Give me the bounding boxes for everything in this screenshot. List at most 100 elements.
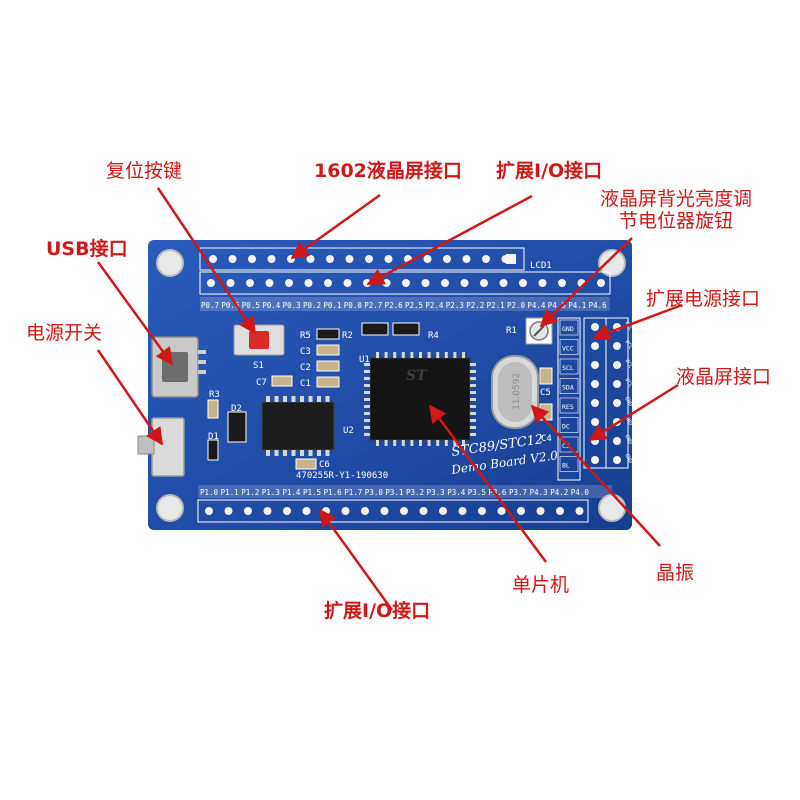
chip-lead — [291, 450, 296, 456]
chip-mark: ST — [406, 368, 428, 384]
callout-backlight-pot-line2: 节电位器旋钮 — [618, 210, 733, 232]
right-signal-label: BL — [562, 462, 570, 470]
header-pad — [263, 507, 272, 515]
header-pad — [591, 456, 599, 464]
header-pad — [343, 279, 352, 287]
header-pad — [304, 279, 313, 287]
callout-expansion-io-bottom: 扩展I/O接口 — [324, 600, 431, 622]
designator-c3: C3 — [300, 347, 311, 357]
header-pad — [517, 507, 525, 515]
chip-lead — [308, 396, 313, 402]
header-pad — [575, 507, 584, 515]
header-pad — [591, 361, 599, 369]
right-signal-label: VCC — [562, 345, 574, 353]
designator-u1: U1 — [359, 355, 370, 365]
designator-r2: R2 — [342, 331, 353, 341]
bottom-pin-label: P1.5 — [303, 488, 321, 497]
right-label-box — [559, 456, 579, 472]
header-pad — [591, 418, 599, 426]
header-pad — [460, 279, 469, 287]
chip-lead — [317, 450, 321, 456]
chip-lead — [470, 419, 476, 422]
callout-expansion-power: 扩展电源接口 — [646, 288, 761, 310]
right-power-label: GND — [623, 453, 633, 465]
top-pin-label: P2.0 — [507, 301, 526, 310]
header-pad — [591, 399, 599, 407]
top-pin-label: P0.3 — [283, 301, 301, 310]
arrow-crystal — [530, 404, 661, 547]
chip-lead — [274, 450, 279, 456]
top-pin-label: P4.5 — [548, 301, 566, 310]
right-signal-label: SCL — [562, 364, 574, 372]
chip-lead — [291, 396, 296, 402]
top-pin-label: P4.4 — [527, 301, 546, 310]
header-pad — [419, 507, 428, 515]
chip-lead — [410, 352, 414, 358]
callout-mcu: 单片机 — [512, 574, 570, 596]
bottom-pin-label: P1.6 — [324, 488, 343, 497]
version-code: 470255R-Y1-190630 — [296, 471, 388, 481]
bottom-pin-label: P4.2 — [550, 488, 568, 497]
header-pad — [361, 507, 369, 515]
callout-backlight-pot-line1: 液晶屏背光亮度调 — [599, 188, 752, 210]
bottom-pin-label: P4.3 — [530, 488, 548, 497]
arrow-pot — [539, 237, 633, 328]
chip-lead — [283, 396, 287, 402]
right-signal-label: CS — [562, 442, 570, 450]
header-pad — [482, 255, 490, 263]
chip-lead — [300, 396, 304, 402]
header-pad — [345, 255, 354, 263]
header-pad — [613, 380, 621, 388]
top-pin-label: P0.7 — [201, 301, 219, 310]
header-pad — [324, 279, 332, 287]
chip-lead — [364, 391, 370, 394]
chip-lead — [266, 396, 270, 402]
header-pad — [441, 279, 449, 287]
header-pad — [207, 279, 215, 287]
right-label-box — [559, 436, 579, 453]
bottom-header-pads — [205, 507, 584, 515]
header-pad — [591, 342, 599, 350]
arrow-ext-power — [592, 303, 683, 341]
designator-c1: C1 — [300, 379, 311, 389]
chip-lead — [308, 450, 313, 456]
designator-c7: C7 — [256, 378, 267, 388]
chip-lead — [444, 440, 448, 446]
right-label-box — [559, 358, 579, 375]
chip-lead — [300, 450, 304, 456]
header-pad — [246, 279, 254, 287]
chip-lead — [384, 352, 388, 358]
header-pad — [462, 255, 471, 263]
bottom-pin-label: P3.6 — [488, 488, 507, 497]
header-pad — [400, 507, 408, 515]
chip-lead — [470, 405, 476, 408]
top-header-pads — [207, 255, 605, 287]
chip-lead — [462, 352, 465, 358]
arrow-reset-key — [156, 187, 257, 335]
right-signal-label: GND — [562, 325, 574, 333]
chip-lead — [453, 352, 457, 358]
chip-lead — [364, 412, 370, 415]
header-pad — [384, 255, 393, 263]
header-pad — [226, 279, 235, 287]
chip-lead — [364, 384, 370, 387]
crystal: 11.0592 — [491, 355, 539, 429]
callout-lcd-port: 液晶屏接口 — [676, 366, 772, 388]
header-pad — [267, 255, 276, 263]
right-signal-label: SDA — [562, 384, 574, 392]
header-pad — [497, 507, 506, 515]
top-pin-label: P0.5 — [242, 301, 260, 310]
chip-lead — [376, 352, 379, 358]
header-pad — [536, 507, 545, 515]
header-pad — [285, 279, 293, 287]
chip-lead — [470, 398, 476, 401]
header-pad — [365, 255, 373, 263]
chip-lead — [364, 405, 370, 408]
arrow-mcu — [428, 404, 548, 563]
callout-reset-key: 复位按键 — [106, 160, 183, 182]
crystal-mark: 11.0592 — [512, 373, 522, 410]
chip-lead — [470, 363, 476, 366]
